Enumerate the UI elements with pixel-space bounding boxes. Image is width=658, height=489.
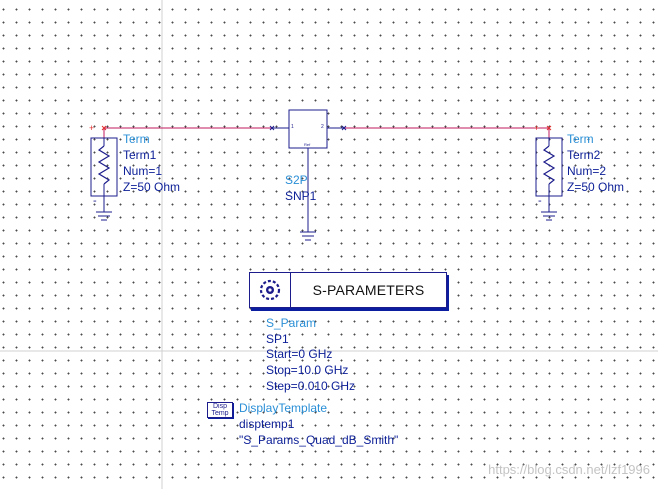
- term1-type-label[interactable]: Term: [123, 132, 150, 146]
- sparam-instance-label[interactable]: SP1: [266, 332, 289, 346]
- display-template-icon-line1: Disp: [212, 403, 227, 410]
- s2p-instance-label[interactable]: SNP1: [285, 189, 317, 203]
- term1-instance-label[interactable]: Term1: [123, 148, 157, 162]
- display-template-icon[interactable]: Disp Temp: [207, 402, 233, 418]
- display-template-instance-label[interactable]: disptemp1: [239, 417, 295, 431]
- sparam-stop-param[interactable]: Stop=10.0 GHz: [266, 363, 349, 377]
- display-template-type-label[interactable]: DisplayTemplate: [239, 401, 328, 415]
- s2p-port2-label: 2: [321, 124, 324, 130]
- term2-num-param[interactable]: Num=2: [567, 164, 607, 178]
- s-parameters-gear-icon: [259, 279, 281, 301]
- term1-component[interactable]: [90, 125, 118, 221]
- s2p-component[interactable]: [269, 109, 347, 241]
- display-template-name-param[interactable]: "S_Params_Quad_dB_Smith": [239, 433, 399, 447]
- s-parameters-controller[interactable]: S-PARAMETERS: [249, 272, 447, 308]
- term2-component[interactable]: [535, 125, 563, 221]
- term1-impedance-param[interactable]: Z=50 Ohm: [123, 180, 181, 194]
- s-parameters-title: S-PARAMETERS: [312, 282, 425, 298]
- term1-plus-marker: +: [89, 123, 95, 133]
- wire-s2p-to-term2[interactable]: [344, 127, 550, 138]
- s2p-ref-label: Ref: [304, 142, 311, 147]
- sparam-type-label[interactable]: S_Param: [266, 316, 317, 330]
- s-parameters-icon-cell: [250, 273, 291, 307]
- s2p-port1-label: 1: [291, 124, 294, 130]
- term2-impedance-param[interactable]: Z=50 Ohm: [567, 180, 625, 194]
- wire-term1-to-s2p[interactable]: [103, 127, 272, 138]
- sparam-start-param[interactable]: Start=0 GHz: [266, 347, 333, 361]
- watermark-text: https://blog.csdn.net/lzf1996: [488, 462, 650, 477]
- display-template-icon-line2: Temp: [211, 410, 229, 417]
- term2-type-label[interactable]: Term: [567, 132, 594, 146]
- s2p-type-label[interactable]: S2P: [285, 173, 308, 187]
- term2-instance-label[interactable]: Term2: [567, 148, 601, 162]
- term2-minus-marker: -: [538, 195, 542, 207]
- term2-plus-marker: +: [534, 123, 540, 133]
- term1-minus-marker: -: [93, 195, 97, 207]
- sparam-step-param[interactable]: Step=0.010 GHz: [266, 379, 356, 393]
- term1-num-param[interactable]: Num=1: [123, 164, 163, 178]
